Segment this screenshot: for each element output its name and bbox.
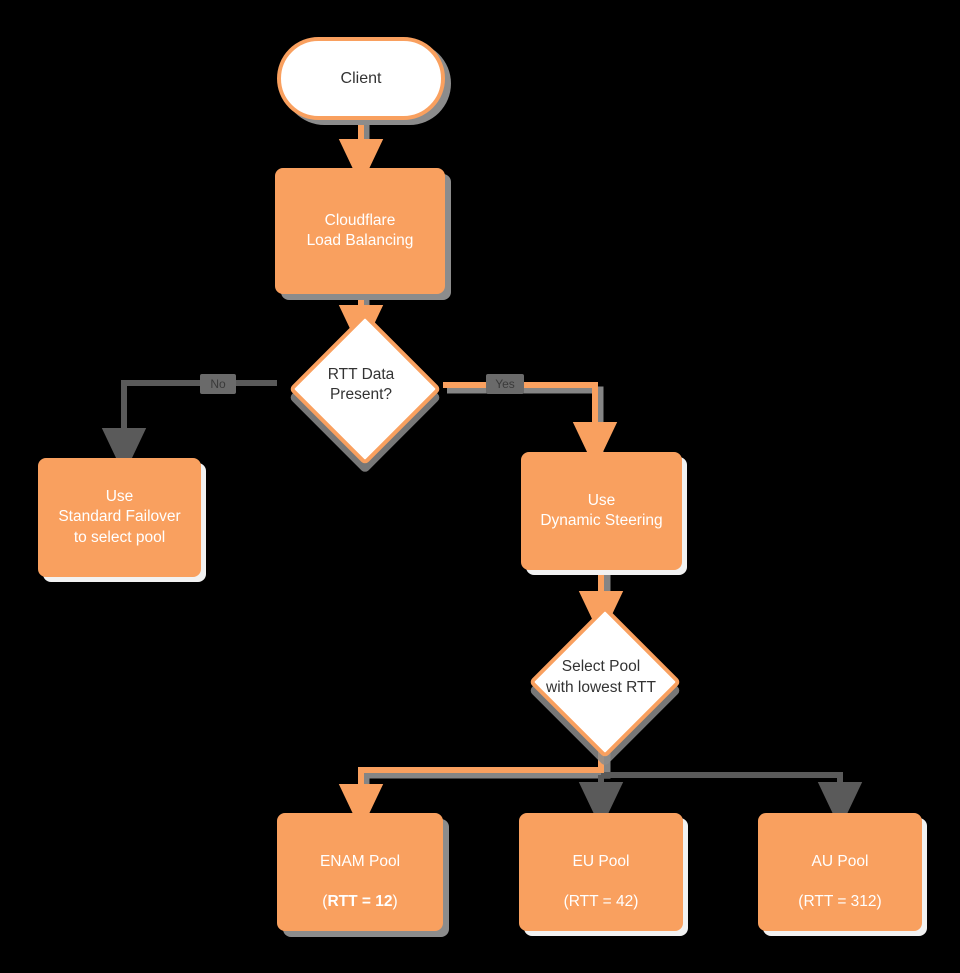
node-standard-failover-label: Use Standard Failover to select pool [58, 487, 181, 546]
node-standard-failover[interactable]: Use Standard Failover to select pool [38, 458, 201, 577]
edge-label-yes: Yes [486, 374, 524, 394]
eu-pool-rtt: RTT = 42 [568, 893, 634, 911]
diamond-shape [528, 605, 682, 758]
node-enam-pool[interactable]: ENAM Pool (RTT = 12) [277, 813, 443, 931]
enam-pool-paren-close: ) [392, 893, 398, 911]
node-dynamic-steering[interactable]: Use Dynamic Steering [521, 452, 682, 570]
node-enam-pool-label: ENAM Pool (RTT = 12) [320, 831, 400, 913]
enam-pool-paren-open: ( [322, 893, 328, 911]
edge-label-no: No [200, 374, 236, 394]
node-rtt-data-present[interactable]: RTT Data Present? [279, 312, 443, 466]
enam-pool-rtt: RTT = 12 [327, 893, 393, 911]
node-select-pool[interactable]: Select Pool with lowest RTT [519, 605, 683, 758]
au-pool-paren-open: ( [798, 893, 804, 911]
au-pool-paren-close: ) [876, 893, 882, 911]
node-eu-pool[interactable]: EU Pool (RTT = 42) [519, 813, 683, 931]
enam-pool-name: ENAM Pool [319, 852, 401, 870]
node-au-pool[interactable]: AU Pool (RTT = 312) [758, 813, 922, 931]
eu-pool-paren-close: ) [633, 893, 639, 911]
edge-label-no-text: No [210, 377, 226, 391]
eu-pool-name: EU Pool [572, 852, 630, 870]
node-eu-pool-label: EU Pool (RTT = 42) [564, 831, 639, 913]
au-pool-rtt: RTT = 312 [803, 893, 877, 911]
node-load-balancing-label: Cloudflare Load Balancing [306, 211, 414, 249]
edge-label-yes-text: Yes [495, 377, 515, 391]
node-client-label: Client [340, 69, 382, 87]
node-dynamic-steering-label: Use Dynamic Steering [540, 491, 663, 529]
node-client[interactable]: Client [277, 37, 445, 120]
node-load-balancing[interactable]: Cloudflare Load Balancing [275, 168, 445, 294]
au-pool-name: AU Pool [811, 852, 869, 870]
node-au-pool-label: AU Pool (RTT = 312) [798, 831, 881, 913]
eu-pool-paren-open: ( [563, 893, 569, 911]
